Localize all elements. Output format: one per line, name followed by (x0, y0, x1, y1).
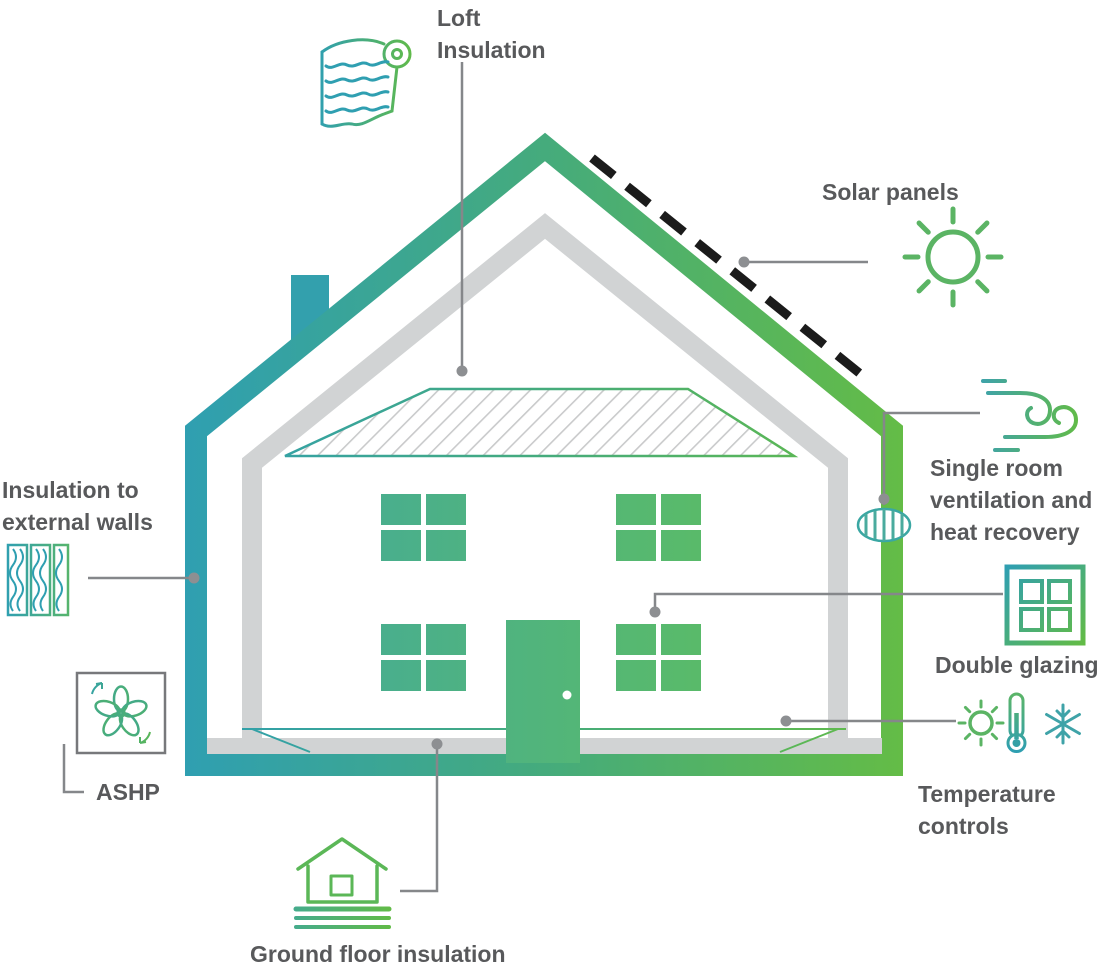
insulation-batts-icon (6, 543, 70, 617)
label-external-walls: Insulation to external walls (2, 477, 153, 535)
door-knob (562, 690, 572, 700)
house-foundation-icon (293, 837, 392, 929)
label-temperature-controls: Temperature controls (918, 781, 1056, 839)
door (506, 620, 580, 763)
temperature-sun-icon (957, 699, 1005, 747)
callout-dots (188, 256, 890, 750)
inner-wall (242, 213, 848, 740)
label-single-room-ventilation: Single room ventilation and heat recover… (930, 455, 1093, 545)
wind-swirl-icon (981, 379, 1079, 452)
windows (381, 494, 701, 691)
sun-icon (902, 206, 1004, 308)
label-ashp: ASHP (96, 779, 160, 805)
window-lower-right (616, 624, 701, 691)
window-upper-right (616, 494, 701, 561)
window-lower-left (381, 624, 466, 691)
callout-ashp-line (62, 744, 84, 794)
window-upper-left (381, 494, 466, 561)
callout-glazing-line (653, 592, 1003, 612)
label-solar-panels: Solar panels (822, 179, 959, 205)
loft-insulation-area (284, 387, 799, 458)
solar-dashed-line (589, 154, 871, 384)
callout-lines (62, 62, 1003, 893)
snowflake-icon (1045, 703, 1081, 745)
label-loft-insulation: Loft Insulation (437, 5, 546, 63)
through-wall-vent-icon (856, 507, 912, 543)
callout-vent-line (882, 411, 980, 505)
label-double-glazing: Double glazing (935, 652, 1099, 678)
label-ground-floor-insulation: Ground floor insulation (250, 941, 506, 966)
window-panes-icon (1004, 564, 1086, 646)
insulation-roll-icon (320, 38, 412, 128)
fan-icon (75, 671, 167, 755)
callout-ground-line (400, 744, 439, 893)
thermometer-icon (1006, 692, 1027, 753)
